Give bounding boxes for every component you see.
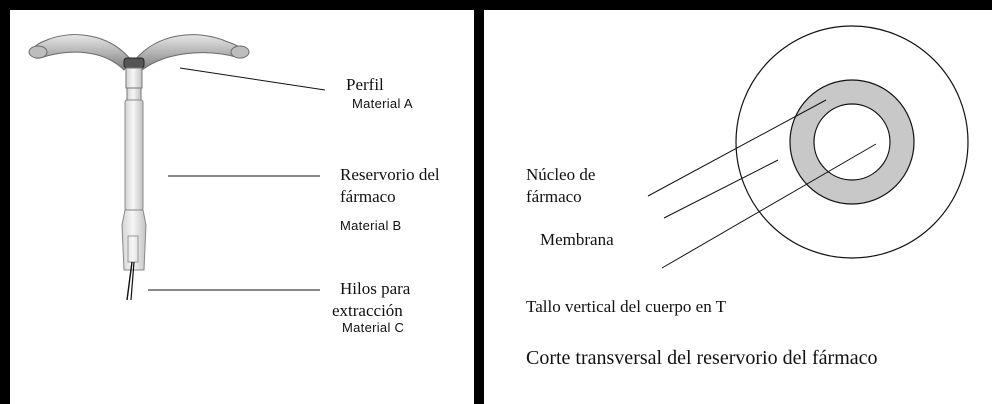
pointer-tallo [661,143,877,269]
iud-arms [28,34,250,71]
iud-strings [126,261,135,301]
drug-core [813,103,891,181]
label-material-b: Material B [340,218,402,233]
cross-section-caption: Corte transversal del reservorio del fár… [526,347,878,369]
label-membrana: Membrana [540,230,614,249]
pointer-membrana [663,159,779,219]
label-hilos-line1: Hilos para [340,279,411,298]
panel-divider [474,0,484,404]
cross-section [735,25,969,259]
pointer-perfil [179,67,326,91]
iud-stem [121,87,147,271]
label-tallo: Tallo vertical del cuerpo en T [526,297,727,316]
label-material-c: Material C [342,320,405,335]
label-hilos-line2: extracción [332,301,403,320]
iud-device [28,34,250,301]
iud-collar [123,57,145,89]
label-reservorio-line1: Reservorio del [340,165,440,184]
pointer-nucleo [647,99,827,197]
left-border [0,0,10,404]
label-perfil: Perfil [346,75,384,94]
label-reservorio-line2: fármaco [340,187,396,206]
label-nucleo-line2: fármaco [526,187,582,206]
top-border [0,0,992,10]
label-material-a: Material A [352,96,413,111]
label-nucleo-line1: Núcleo de [526,165,596,184]
